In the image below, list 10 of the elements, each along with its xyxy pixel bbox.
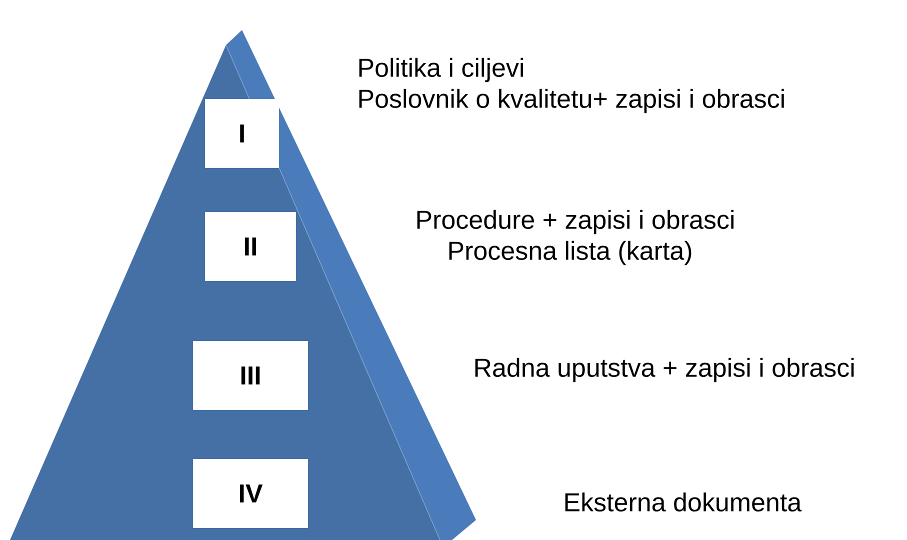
level-description: Eksterna dokumenta: [565, 492, 802, 512]
level-description: Politika i ciljevi: [359, 58, 523, 82]
level-description: Procesna lista (karta): [449, 240, 692, 266]
level-description: Procedure + zapisi i obrasci: [417, 210, 734, 234]
level-box: II: [205, 212, 296, 281]
level-description: Poslovnik o kvalitetu+ zapisi i obrasci: [359, 88, 784, 114]
level-box: III: [193, 341, 308, 410]
level-description: Radna uputstva + zapisi i obrasci: [475, 358, 854, 382]
level-box: IV: [193, 458, 308, 528]
level-box: I: [205, 99, 279, 168]
